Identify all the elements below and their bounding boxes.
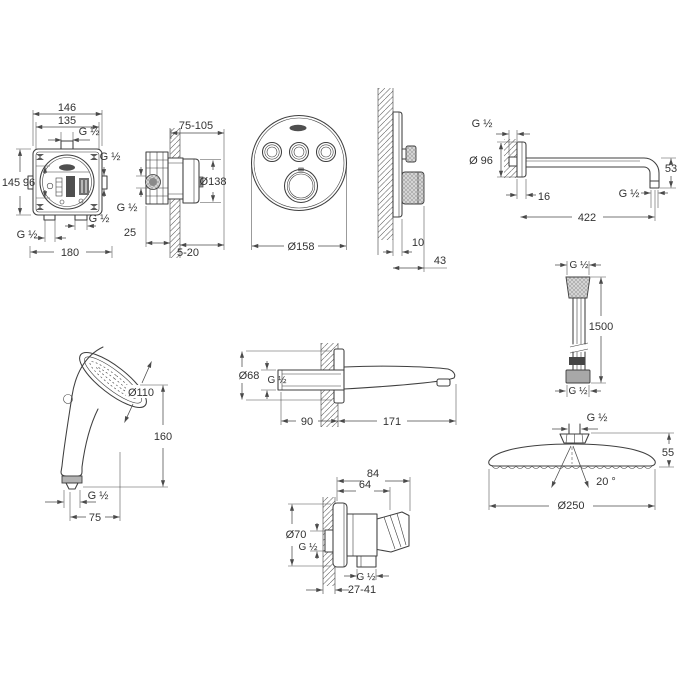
hose-nut [565, 276, 591, 299]
label-inner-height: 96 [23, 177, 35, 189]
product-outline [565, 276, 591, 384]
label-bottom-right-thread: G ½ [89, 213, 110, 225]
top-port [60, 140, 74, 150]
label-inner-depth: 64 [359, 479, 371, 491]
bottom-port-left [43, 214, 56, 221]
label-thread: G ½ [268, 375, 288, 386]
label-outlet-thread: G ½ [357, 572, 377, 583]
label-overall-depth: 84 [367, 468, 379, 480]
label-diameter: Ø250 [558, 500, 585, 512]
mode-lever [63, 394, 73, 404]
button-side [405, 145, 417, 163]
select-button-1 [261, 141, 283, 163]
right-port [101, 175, 108, 190]
label-flange-diameter: Ø68 [239, 370, 260, 382]
label-outlet-thread: G ½ [619, 188, 640, 200]
label-tile-range: 5-20 [177, 247, 199, 259]
label-flange-diameter: Ø 96 [469, 155, 493, 167]
label-bottom-width: 180 [61, 247, 79, 259]
label-plate-depth: 10 [412, 237, 424, 249]
label-length: 160 [154, 431, 172, 443]
label-wall-range: 27-41 [348, 584, 376, 596]
dimension-lines [383, 206, 447, 272]
label-top-thread: G ½ [79, 126, 100, 138]
dimension-lines [16, 110, 113, 258]
label-bottom-thread: G ½ [569, 386, 589, 397]
label-face-diameter: Ø110 [128, 387, 154, 399]
grohe-logo [59, 164, 75, 171]
dimension-lines [288, 477, 411, 593]
dimension-lines [488, 424, 674, 510]
drawing-shower-arm: G ½ Ø 96 16 422 G ½ 53 [469, 118, 677, 224]
label-wall-section: 90 [301, 416, 313, 428]
label-height: 145 [2, 177, 20, 189]
dimension-lines [496, 130, 676, 221]
label-inlet-thread: G ½ [299, 542, 319, 553]
dimension-lines [45, 361, 177, 521]
wall-hatch [378, 88, 393, 240]
label-thread: G ½ [117, 202, 138, 214]
label-height: 55 [662, 447, 674, 459]
bottom-port-right [74, 214, 88, 221]
hose-band [569, 357, 585, 365]
product-outline [488, 423, 656, 469]
product-outline [277, 348, 456, 404]
label-diameter: Ø138 [200, 176, 227, 188]
label-thread: G ½ [88, 490, 109, 502]
label-spray-angle: 20 ° [596, 476, 616, 488]
dimension-lines [136, 129, 225, 250]
drawing-head-shower: G ½ 55 20 ° Ø250 [488, 412, 674, 512]
label-offset: 75 [89, 512, 101, 524]
product-outline [508, 141, 660, 189]
spray-nozzles [491, 465, 653, 469]
break-symbol [569, 342, 589, 354]
label-bottom-left-thread: G ½ [17, 229, 38, 241]
hose-end-fitting [565, 369, 591, 384]
dimension-lines [239, 350, 457, 425]
dimension-lines [251, 167, 347, 250]
label-top-width: 146 [58, 102, 76, 114]
drawing-rough-in-box-side: 75-105 Ø138 G ½ 25 5-20 [117, 120, 227, 259]
drawing-wall-union: 84 64 Ø70 G ½ G ½ 27-41 [286, 468, 411, 596]
label-length: 422 [578, 212, 596, 224]
drawing-rough-in-box-front: 146 135 G ½ 145 96 G ½ G ½ G ½ 180 [2, 102, 121, 259]
drawing-trim-front: Ø158 [250, 114, 348, 253]
drawing-trim-side: 10 43 [377, 88, 447, 272]
drawing-hand-shower: Ø110 160 G ½ 75 [45, 346, 177, 524]
label-length: 1500 [589, 321, 613, 333]
drawing-shower-hose: G ½ 1500 G ½ [555, 260, 613, 397]
knurled-ring [61, 475, 83, 484]
product-outline [60, 346, 147, 490]
label-depth-range: 75-105 [179, 120, 213, 132]
knob-side [401, 171, 425, 205]
select-button-3 [315, 141, 337, 163]
label-inner-width: 135 [58, 115, 76, 127]
label-box-offset: 25 [124, 227, 136, 239]
aerator [436, 378, 451, 387]
grohe-logo [289, 124, 307, 132]
label-diameter: Ø158 [288, 241, 315, 253]
drawing-bath-spout: Ø68 G ½ 90 171 [239, 343, 457, 428]
label-drop-height: 53 [665, 163, 677, 175]
label-reach: 171 [383, 416, 401, 428]
spray-face [79, 352, 147, 408]
thermostat-knob [283, 167, 319, 204]
product-outline [145, 151, 204, 205]
label-flange-diameter: Ø70 [286, 529, 307, 541]
label-knob-depth: 43 [434, 255, 446, 267]
product-outline [392, 111, 425, 218]
label-flange-depth: 16 [538, 191, 550, 203]
label-top-thread: G ½ [570, 260, 590, 271]
label-thread: G ½ [587, 412, 608, 424]
select-button-2 [288, 141, 310, 163]
dimension-lines [555, 261, 606, 397]
label-right-thread: G ½ [100, 151, 121, 163]
product-outline [324, 502, 410, 568]
left-port [27, 175, 34, 190]
product-outline [250, 114, 348, 212]
product-outline [27, 140, 108, 221]
holder-cone [376, 511, 410, 553]
label-wall-thread: G ½ [472, 118, 493, 130]
